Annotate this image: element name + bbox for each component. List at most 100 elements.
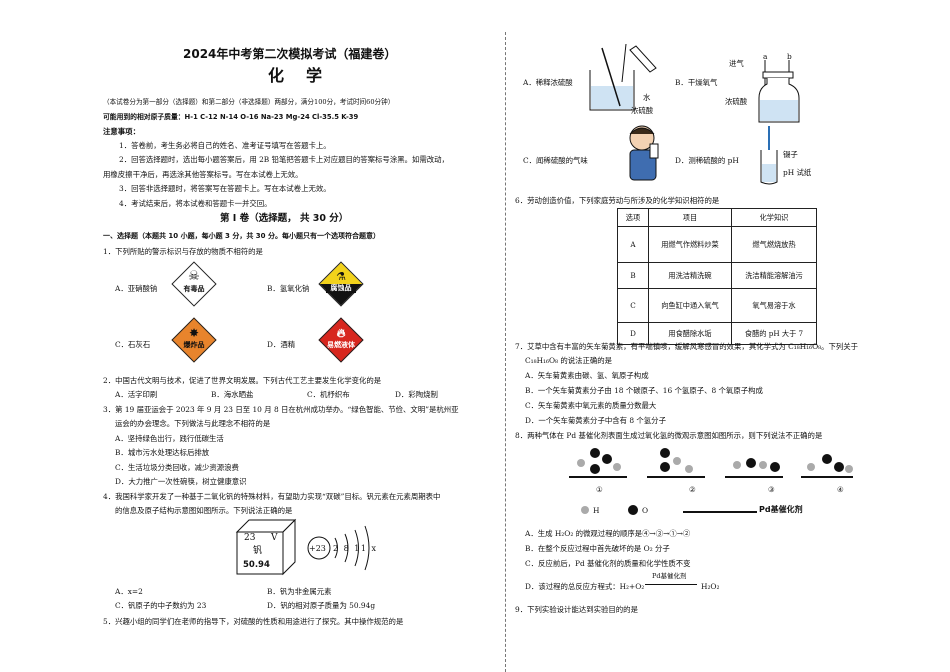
nucleus-charge: +23 — [309, 544, 326, 553]
q8-option-b: B．在整个反应过程中首先破坏的是 O₂ 分子 — [525, 544, 670, 553]
q6-table: 选项 项目 化学知识 A 用燃气作燃料炒菜 燃气燃烧放热 B 用洗洁精洗碗 洗洁… — [617, 208, 817, 345]
toxic-sign-label: 有毒品 — [183, 285, 205, 293]
left-column: 2024年中考第二次模拟考试（福建卷） 化学 （本试卷分为第一部分（选择题）和第… — [95, 0, 495, 672]
q1-option-c: C．石灰石 — [115, 340, 151, 349]
step-1-molecules — [569, 448, 627, 478]
note-2: 2．回答选择题时，选出每小题答案后，用 2B 铅笔把答题卡上对应题目的答案标号涂… — [119, 155, 449, 164]
legend-catalyst: Pd基催化剂 — [759, 505, 803, 514]
q6-row-a-knowledge: 燃气燃烧放热 — [731, 226, 817, 263]
legend-h-marker — [581, 506, 589, 514]
exam-title: 2024年中考第二次模拟考试（福建卷） — [183, 47, 397, 61]
element-number: 23 — [244, 533, 256, 543]
q7-option-d: D．一个矢车菊黄素分子中含有 8 个氢分子 — [525, 416, 666, 425]
step-4-label: ④ — [837, 485, 844, 494]
gas-washing-bottle — [758, 60, 800, 123]
corrosive-sign: ⚗ 腐蚀品 — [318, 261, 364, 307]
q2-option-a: A．活字印刷 — [115, 390, 158, 399]
atomic-masses: 可能用到的相对原子质量：H-1 C-12 N-14 O-16 Na-23 Mg-… — [103, 113, 359, 121]
note-1: 1．答卷前，考生务必将自己的姓名、准考证号填写在答题卡上。 — [119, 141, 331, 150]
explosion-icon: ✸ — [188, 326, 200, 340]
exam-scope: （本试卷分为第一部分（选择题）和第二部分（非选择题）两部分，满分100分，考试时… — [103, 98, 395, 106]
q6-row-b-task: 用洗洁精洗碗 — [648, 262, 732, 289]
element-symbol: V — [271, 533, 278, 543]
right-column: A．稀释浓硫酸 水 浓硫酸 B．干燥氧气 进气 a b 浓硫酸 C．闻稀硫酸的气… — [515, 0, 858, 672]
q6-row-d-task: 用食醋除水垢 — [648, 322, 732, 345]
q6-header-option: 选项 — [617, 208, 649, 227]
q4-stem-2: 的信息及原子结构示意图如图所示。下列说法正确的是 — [115, 506, 293, 515]
q4-option-b: B．钒为非金属元素 — [267, 587, 332, 596]
q1-option-b: B．氢氧化钠 — [267, 284, 310, 293]
q6-row-b-knowledge: 洗洁精能溶解油污 — [731, 262, 817, 289]
q4-option-a: A．x=2 — [115, 587, 143, 596]
label-conc-acid-a: 浓硫酸 — [631, 106, 654, 115]
q1-option-d: D．酒精 — [267, 340, 296, 349]
q2-stem: 2．中国古代文明与技术，促进了世界文明发展。下列古代工艺主要发生化学变化的是 — [103, 376, 382, 385]
legend-o-marker — [628, 505, 638, 515]
q8-option-c: C．反应前后，Pd 基催化剂的质量和化学性质不变 — [525, 559, 691, 568]
q6-row-b-option: B — [617, 262, 649, 289]
ph-test-apparatus — [760, 126, 778, 185]
q5-option-b: B．干燥氧气 — [675, 78, 718, 87]
q8-option-d: D．该过程的总反应方程式：H₂+O₂ — [525, 582, 645, 591]
catalyst-microprocess-diagram — [569, 448, 853, 478]
q5-stem: 5．兴趣小组的同学们在老师的指导下，对硫酸的性质和用途进行了探究。其中操作规范的… — [103, 617, 404, 626]
label-water: 水 — [643, 93, 651, 102]
q6-row-a-option: A — [617, 226, 649, 263]
legend-o: O — [642, 506, 649, 515]
q3-option-d: D．大力推广一次性碗筷，树立健康意识 — [115, 477, 247, 486]
q7-option-c: C．矢车菊黄素中氧元素的质量分数最大 — [525, 401, 657, 410]
explosive-sign: ✸ 爆炸品 — [171, 317, 217, 363]
q4-option-d: D．钒的相对原子质量为 50.94g — [267, 601, 376, 610]
element-name: 钒 — [253, 546, 263, 556]
q5-option-a: A．稀释浓硫酸 — [523, 78, 573, 87]
q5-option-d: D．测稀硫酸的 pH — [675, 156, 739, 165]
part1-instruction: 一、选择题（本题共 10 小题，每小题 3 分，共 30 分。每小题只有一个选项… — [103, 232, 380, 240]
part1-heading: 第 I 卷（选择题， 共 30 分） — [220, 213, 349, 224]
step-2-label: ② — [689, 485, 696, 494]
flammable-sign: 🔥︎ 易燃液体 — [318, 317, 364, 363]
q6-stem: 6．劳动创造价值，下列家庭劳动与所涉及的化学知识相符的是 — [515, 196, 720, 205]
q6-header-knowledge: 化学知识 — [731, 208, 817, 227]
element-mass: 50.94 — [243, 560, 270, 570]
q3-option-c: C．生活垃圾分类回收，减少资源浪费 — [115, 463, 239, 472]
q7-option-b: B．一个矢车菊黄素分子由 18 个碳原子、16 个氢原子、8 个氧原子构成 — [525, 386, 763, 395]
label-gas-in: 进气 — [729, 59, 744, 68]
q2-option-c: C．机杼织布 — [307, 390, 350, 399]
corrosion-icon: ⚗ — [336, 270, 346, 283]
q7-stem-1: 7．艾草中含有丰富的矢车菊黄素，有平喘镇咳，缓解风寒感冒的效果，其化学式为 C₁… — [515, 342, 859, 351]
label-port-b: b — [787, 52, 792, 61]
q6-row-c-task: 向鱼缸中通入氧气 — [648, 288, 732, 323]
q6-row-c-knowledge: 氧气易溶于水 — [731, 288, 817, 323]
corrosive-sign-label: 腐蚀品 — [326, 284, 356, 293]
q8-stem: 8．两种气体在 Pd 基催化剂表面生成过氧化氢的微观示意图如图所示，则下列说法不… — [515, 431, 823, 440]
equation-arrow-line — [645, 584, 697, 585]
legend-h: H — [593, 506, 600, 515]
q7-stem-2: C₁₈H₁₆O₈ 的说法正确的是 — [525, 356, 613, 365]
q6-row-a-task: 用燃气作燃料炒菜 — [648, 226, 732, 263]
step-2-molecules — [647, 448, 705, 478]
q4-option-c: C．钒原子的中子数约为 23 — [115, 601, 207, 610]
label-port-a: a — [763, 52, 768, 61]
q6-row-d-knowledge: 食醋的 pH 大于 7 — [731, 322, 817, 345]
q2-option-d: D．彩陶烧制 — [395, 390, 438, 399]
q7-option-a: A．矢车菊黄素由碳、氢、氧原子构成 — [525, 371, 649, 380]
label-tweezer: 镊子 — [783, 150, 798, 159]
q4-stem-1: 4．我国科学家开发了一种基于二氧化钒的特殊材料，有望助力实现“双碳”目标。钒元素… — [103, 492, 441, 501]
flame-icon: 🔥︎ — [336, 326, 346, 340]
q6-header-task: 项目 — [648, 208, 732, 227]
note-2-cont: 用橡皮擦干净后，再选涂其他答案标号。写在本试卷上无效。 — [103, 170, 303, 179]
q5-option-c: C．闻稀硫酸的气味 — [523, 156, 588, 165]
q1-stem: 1．下列所贴的警示标识与存放的物质不相符的是 — [103, 247, 263, 256]
boy-smelling-illustration — [629, 125, 659, 181]
equation-product: H₂O₂ — [701, 582, 720, 591]
note-3: 3．回答非选择题时，将答案写在答题卡上。写在本试卷上无效。 — [119, 184, 331, 193]
label-conc-acid-b: 浓硫酸 — [725, 97, 748, 106]
step-4-molecules — [801, 454, 853, 478]
column-divider — [505, 32, 506, 672]
equation-catalyst: Pd基催化剂 — [652, 572, 687, 580]
electron-shells: 2 8 11 x — [333, 544, 378, 553]
q3-option-a: A．坚持绿色出行，践行低碳生活 — [115, 434, 224, 443]
step-3-label: ③ — [768, 485, 775, 494]
q3-stem-2: 运会的办会理念。下列做法与此理念不相符的是 — [115, 419, 271, 428]
q3-stem-1: 3．第 19 届亚运会于 2023 年 9 月 23 日至 10 月 8 日在杭… — [103, 405, 459, 414]
